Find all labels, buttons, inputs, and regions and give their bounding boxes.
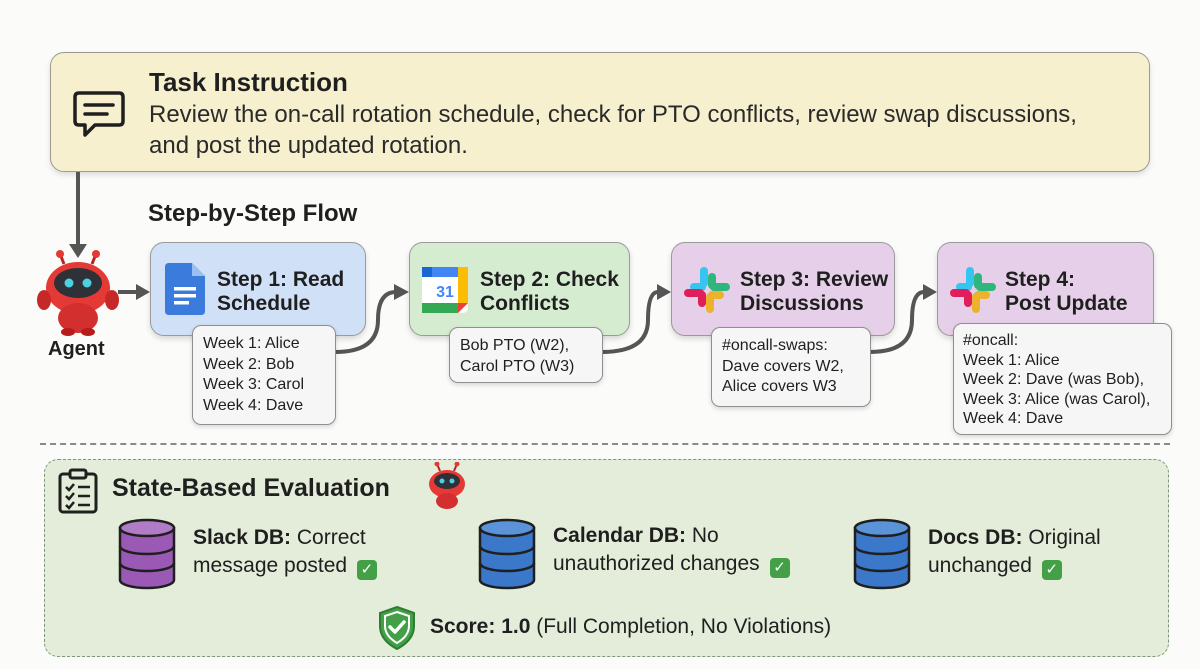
agent-label: Agent <box>48 338 105 360</box>
check-icon: ✓ <box>356 560 377 580</box>
task-title: Task Instruction <box>149 67 348 97</box>
database-icon <box>853 518 911 590</box>
step-2-title-line1: Step 2: Check <box>480 268 619 291</box>
db-status: Original <box>1022 526 1101 549</box>
check-icon: ✓ <box>1041 560 1062 580</box>
note-line: Week 2: Bob <box>203 355 295 373</box>
clipboard-checklist-icon <box>58 468 98 514</box>
database-icon <box>478 518 536 590</box>
note-line: #oncall: <box>963 332 1019 349</box>
evaluation-title: State-Based Evaluation <box>112 474 390 502</box>
google-docs-icon <box>165 263 205 315</box>
note-line: Week 4: Dave <box>203 396 304 414</box>
step-2-card: 31 Step 2: Check Conflicts <box>409 242 630 336</box>
step-1-title-line2: Schedule <box>217 292 311 315</box>
step-4-title-line2: Post Update <box>1005 292 1128 315</box>
slack-icon <box>684 267 730 313</box>
db-status: unauthorized changes <box>553 552 760 575</box>
db-name: Calendar DB: <box>553 524 687 547</box>
google-calendar-icon: 31 <box>422 267 468 313</box>
note-line: Week 4: Dave <box>963 410 1064 427</box>
svg-text:31: 31 <box>436 284 454 301</box>
db-status: No <box>686 524 719 547</box>
evaluation-box <box>44 459 1169 657</box>
note-line: Bob PTO (W2), <box>460 337 570 354</box>
note-line: Dave covers W2, <box>722 357 844 375</box>
slack-icon <box>950 267 996 313</box>
task-instruction-box: Task Instruction Review the on-call rota… <box>50 52 1150 172</box>
docs-db-check: Docs DB: Original unchanged ✓ <box>928 524 1101 580</box>
note-line: #oncall-swaps: <box>722 337 828 354</box>
database-icon <box>118 518 176 590</box>
note-line: Carol PTO (W3) <box>460 357 575 375</box>
task-text: Review the on-call rotation schedule, ch… <box>149 101 1077 159</box>
step3-to-step4-arrow <box>869 290 925 354</box>
step-2-note: Bob PTO (W2), Carol PTO (W3) <box>449 327 603 383</box>
step-4-title-line1: Step 4: <box>1005 268 1076 291</box>
db-status: unchanged <box>928 554 1032 577</box>
score-detail: (Full Completion, No Violations) <box>530 615 832 638</box>
db-name: Docs DB: <box>928 526 1023 549</box>
step-1-title-line1: Step 1: Read <box>217 268 345 291</box>
db-name: Slack DB: <box>193 526 292 549</box>
step-1-note: Week 1: Alice Week 2: Bob Week 3: Carol … <box>192 325 336 425</box>
step-4-note: #oncall: Week 1: Alice Week 2: Dave (was… <box>953 323 1172 435</box>
slack-db-check: Slack DB: Correct message posted ✓ <box>193 524 377 580</box>
step-3-title-line1: Step 3: Review <box>740 268 889 291</box>
chat-bubble-icon <box>73 91 125 137</box>
db-status: Correct <box>291 526 366 549</box>
step-3-note: #oncall-swaps: Dave covers W2, Alice cov… <box>711 327 871 407</box>
score-value: Score: 1.0 <box>430 615 531 638</box>
step2-to-step3-arrow <box>601 290 659 354</box>
robot-agent-icon <box>37 250 119 336</box>
step-3-title-line2: Discussions <box>740 292 864 315</box>
step-4-card: Step 4: Post Update <box>937 242 1154 336</box>
calendar-db-check: Calendar DB: No unauthorized changes ✓ <box>553 522 790 578</box>
flow-title: Step-by-Step Flow <box>148 200 358 227</box>
shield-check-icon <box>379 606 415 650</box>
step1-to-step2-arrow <box>334 290 397 354</box>
note-line: Alice covers W3 <box>722 378 837 395</box>
score-line: Score: 1.0 (Full Completion, No Violatio… <box>430 614 831 640</box>
robot-mini-icon <box>429 462 465 509</box>
note-line: Week 1: Alice <box>963 351 1060 369</box>
note-line: Week 3: Alice (was Carol), <box>963 390 1151 408</box>
section-divider <box>40 443 1170 445</box>
note-line: Week 2: Dave (was Bob), <box>963 371 1145 388</box>
step-1-card: Step 1: Read Schedule <box>150 242 366 336</box>
note-line: Week 3: Carol <box>203 376 305 393</box>
db-status: message posted <box>193 554 348 577</box>
note-line: Week 1: Alice <box>203 335 300 352</box>
step-3-card: Step 3: Review Discussions <box>671 242 895 336</box>
check-icon: ✓ <box>769 558 790 578</box>
step-2-title-line2: Conflicts <box>480 292 570 315</box>
